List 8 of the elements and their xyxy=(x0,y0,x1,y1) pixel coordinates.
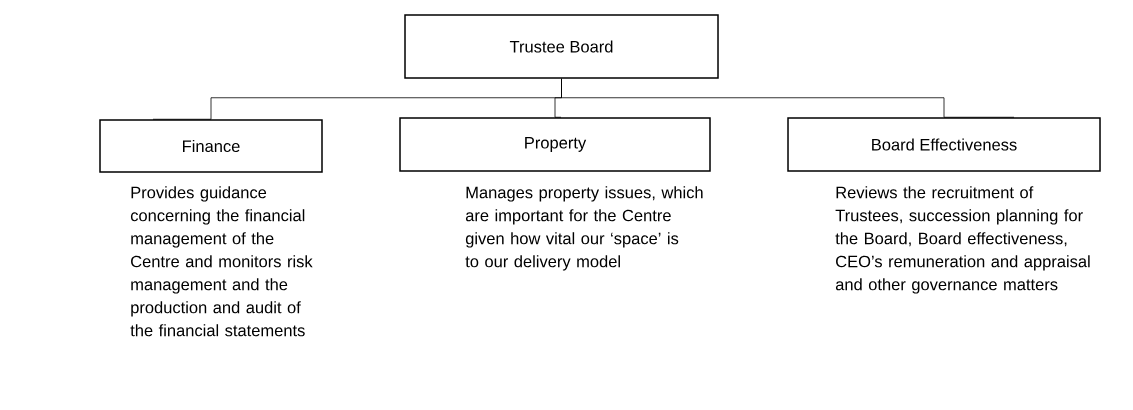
connector-line xyxy=(561,78,1015,118)
org-box: Trustee Board xyxy=(404,14,719,79)
description-text: Manages property issues, which are important for the Centre given how vital our ‘space’ is to our delivery model xyxy=(465,186,703,271)
description-text: Reviews the recruitment of Trustees, succession planning for the Board, Board effectiveness, CEO’s remuneration and appraisal and other governance matters xyxy=(835,186,1090,294)
description-text: Provides guidance concerning the financial management of the Centre and monitors risk management and the production and audit of the financial statements xyxy=(130,186,313,337)
org-box: Finance xyxy=(99,119,323,173)
org-box: Property xyxy=(399,117,711,172)
org-box: Board Effectiveness xyxy=(787,117,1101,172)
